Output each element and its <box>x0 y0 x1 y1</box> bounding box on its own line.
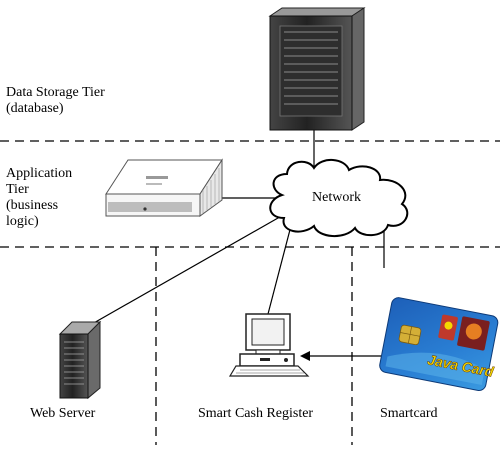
cash-register-label: Smart Cash Register <box>198 406 314 421</box>
network-label: Network <box>312 190 361 205</box>
link-webserver-network <box>91 213 286 325</box>
network-cloud-icon <box>269 159 409 237</box>
link-cashregister-network <box>267 221 293 315</box>
cash-register-icon <box>228 313 310 377</box>
application-server-icon <box>105 158 223 217</box>
java-card-icon: Java Card <box>379 297 499 391</box>
smartcard-label: Smartcard <box>380 406 438 421</box>
application-tier-label: Application Tier (business logic) <box>6 166 72 230</box>
application-tier-label-line2: Tier <box>6 182 29 197</box>
database-server-icon <box>268 7 366 131</box>
storage-tier-label-line2: (database) <box>6 101 64 116</box>
web-server-icon <box>58 320 102 400</box>
web-server-label: Web Server <box>30 406 96 421</box>
application-tier-label-line3: (business <box>6 198 59 213</box>
smartcard-to-register-arrow <box>300 351 382 361</box>
storage-tier-label-line1: Data Storage Tier <box>6 85 105 100</box>
storage-tier-label: Data Storage Tier (database) <box>6 85 105 117</box>
application-tier-label-line4: logic) <box>6 214 39 229</box>
application-tier-label-line1: Application <box>6 166 73 181</box>
